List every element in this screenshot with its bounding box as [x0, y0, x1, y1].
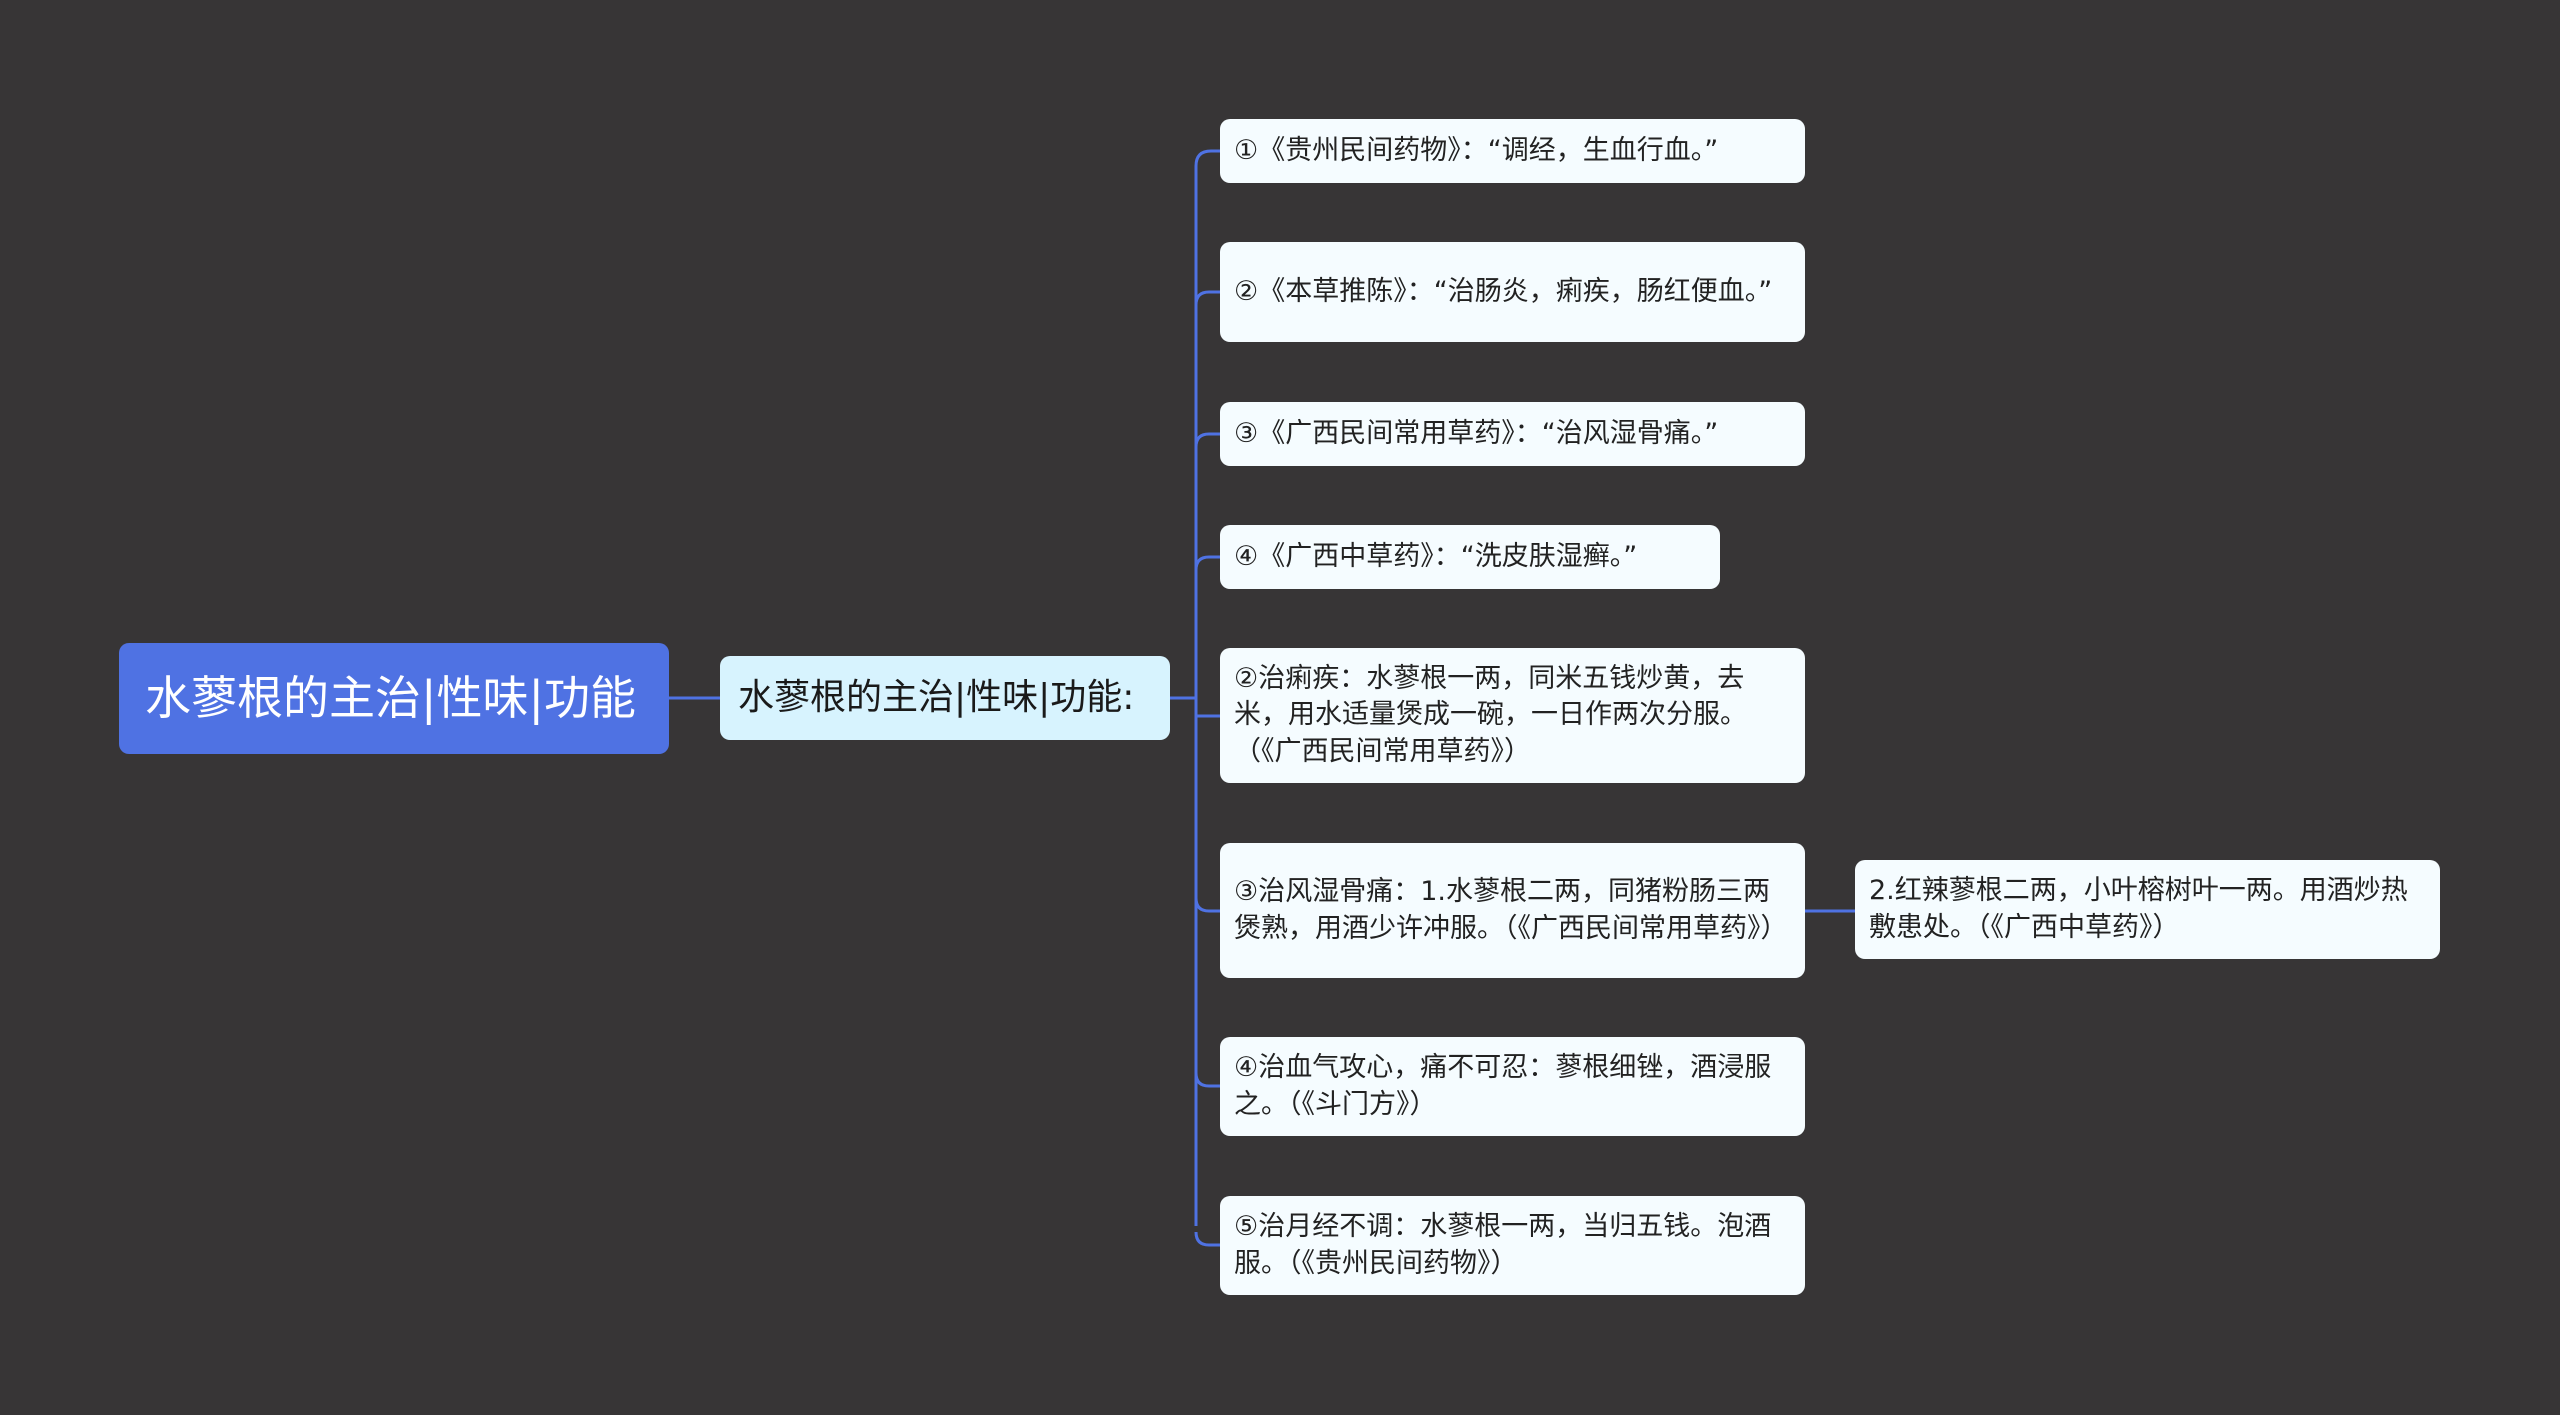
- list-item-label: ②治痢疾：水蓼根一两，同米五钱炒黄，去米，用水适量煲成一碗，一日作两次分服。（《…: [1234, 662, 1747, 767]
- list-item[interactable]: ④治血气攻心，痛不可忍：蓼根细锉，酒浸服之。（《斗门方》）: [1220, 1037, 1805, 1136]
- sub-item-label: 2.红辣蓼根二两，小叶榕树叶一两。用酒炒热敷患处。（《广西中草药》）: [1869, 875, 2408, 943]
- connector-item-5: [1194, 698, 1220, 718]
- list-item-label: ①《贵州民间药物》：“调经，生血行血。”: [1234, 134, 1719, 166]
- connector-item-6: [1194, 897, 1220, 913]
- list-item[interactable]: ②治痢疾：水蓼根一两，同米五钱炒黄，去米，用水适量煲成一碗，一日作两次分服。（《…: [1220, 648, 1805, 783]
- list-item[interactable]: ③治风湿骨痛：1.水蓼根二两，同猪粉肠三两煲熟，用酒少许冲服。（《广西民间常用草…: [1220, 843, 1805, 978]
- connector-item-7: [1194, 1072, 1220, 1088]
- connector-item-4: [1194, 555, 1220, 571]
- list-item[interactable]: ①《贵州民间药物》：“调经，生血行血。”: [1220, 119, 1805, 183]
- list-item[interactable]: ④《广西中草药》：“洗皮肤湿癣。”: [1220, 525, 1720, 589]
- root-topic-label: 水蓼根的主治|性味|功能: [145, 671, 636, 726]
- list-item-label: ⑤治月经不调：水蓼根一两，当归五钱。泡酒服。（《贵州民间药物》）: [1234, 1211, 1772, 1279]
- sub-item[interactable]: 2.红辣蓼根二两，小叶榕树叶一两。用酒炒热敷患处。（《广西中草药》）: [1855, 860, 2440, 959]
- list-item[interactable]: ⑤治月经不调：水蓼根一两，当归五钱。泡酒服。（《贵州民间药物》）: [1220, 1196, 1805, 1295]
- connector-item-8: [1194, 1231, 1220, 1247]
- list-item[interactable]: ②《本草推陈》：“治肠炎，痢疾，肠红便血。”: [1220, 242, 1805, 342]
- root-topic[interactable]: 水蓼根的主治|性味|功能: [119, 643, 669, 754]
- list-item-label: ②《本草推陈》：“治肠炎，痢疾，肠红便血。”: [1234, 275, 1773, 307]
- list-item-label: ④治血气攻心，痛不可忍：蓼根细锉，酒浸服之。（《斗门方》）: [1234, 1052, 1772, 1120]
- list-item-label: ④《广西中草药》：“洗皮肤湿癣。”: [1234, 540, 1638, 572]
- section-topic[interactable]: 水蓼根的主治|性味|功能:: [720, 656, 1170, 740]
- section-topic-label: 水蓼根的主治|性味|功能:: [738, 676, 1135, 718]
- list-item-label: ③治风湿骨痛：1.水蓼根二两，同猪粉肠三两煲熟，用酒少许冲服。（《广西民间常用草…: [1234, 876, 1788, 944]
- list-item[interactable]: ③《广西民间常用草药》：“治风湿骨痛。”: [1220, 402, 1805, 466]
- connector-item-2: [1194, 290, 1220, 306]
- connector-item-3: [1194, 432, 1220, 448]
- list-item-label: ③《广西民间常用草药》：“治风湿骨痛。”: [1234, 417, 1719, 449]
- connector-item-1: [1194, 149, 1220, 167]
